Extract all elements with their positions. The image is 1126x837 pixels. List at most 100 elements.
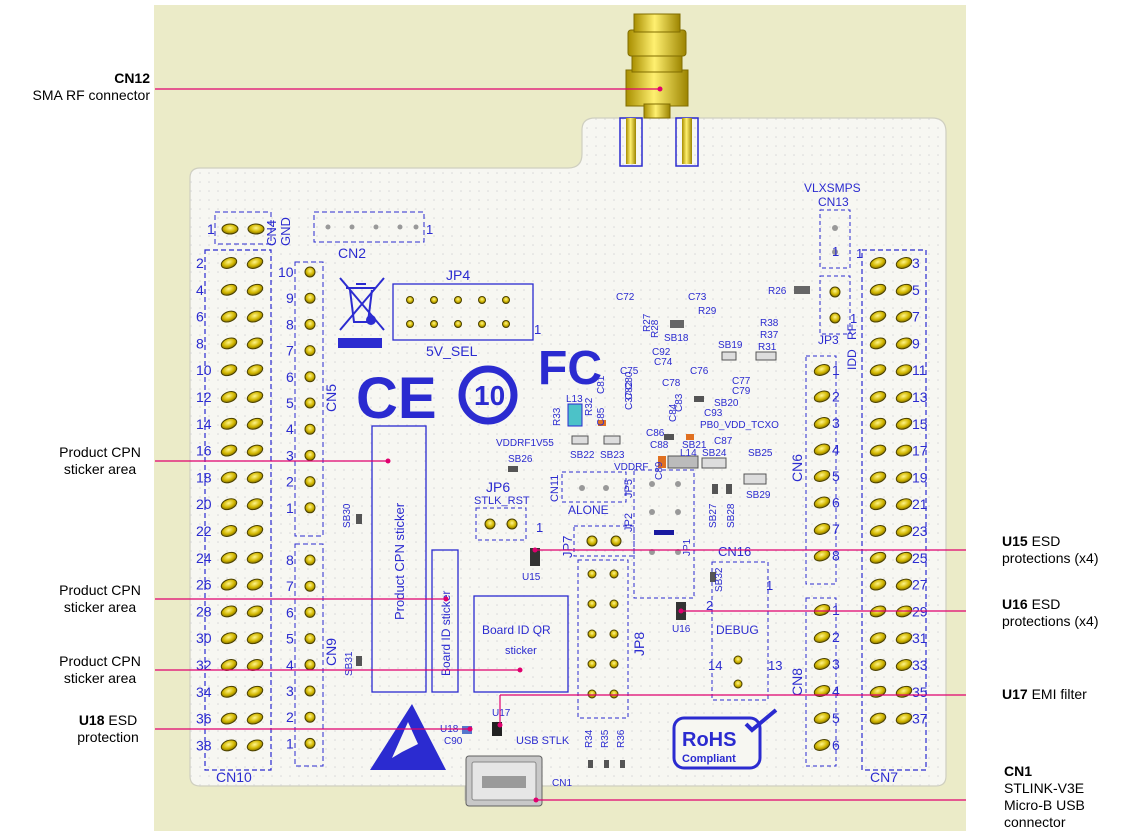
jp8-pad [609, 569, 619, 579]
component-designator: SB22 [570, 450, 595, 461]
callout-cn1: CN1 STLINK-V3E Micro-B USB connector [1004, 763, 1122, 831]
5v-sel-label: 5V_SEL [426, 343, 478, 359]
cn7-pad [895, 551, 913, 564]
component-designator: C72 [616, 292, 635, 303]
cn5-pin-label: 8 [286, 316, 294, 332]
component-designator: R36 [616, 729, 627, 748]
component-designator: C89 [654, 461, 665, 480]
cn6-pad [813, 523, 831, 535]
cn10-pad [246, 525, 264, 537]
cn6-pad [813, 443, 831, 456]
component-designator: C73 [688, 292, 707, 303]
cn7-pin-label: 25 [912, 550, 928, 566]
board-id-sticker-label: Board ID sticker [439, 591, 453, 676]
product-cpn-sticker-box [371, 425, 427, 693]
component-designator: SB27 [708, 503, 719, 528]
jp8-pad [587, 659, 597, 669]
cn7-pad [869, 310, 887, 323]
jp8-pad [609, 599, 619, 609]
cn7-pin-label: 37 [912, 711, 928, 727]
cn8-pad [813, 658, 831, 670]
jp5-label: JP5 [623, 479, 635, 498]
cn5-pad [304, 266, 316, 278]
cn6-label: CN6 [789, 454, 805, 482]
svg-text:Compliant: Compliant [682, 753, 736, 765]
cn7-pad [895, 417, 913, 430]
cn7-pad [869, 417, 887, 430]
cn10-pad [220, 391, 238, 403]
board-id-qr-sticker-box [473, 595, 569, 693]
cn7-pad [895, 712, 913, 725]
component-designator: C81 [596, 375, 607, 394]
cn5-pin-label: 3 [286, 447, 294, 463]
cn7-pad [895, 471, 913, 484]
cn13-header [819, 209, 851, 269]
component-designator: C79 [732, 386, 751, 397]
callout-product-cpn-2: Product CPN sticker area [40, 582, 160, 616]
cn6-pad [813, 417, 831, 429]
component-designator: R35 [600, 729, 611, 748]
jp8-pad [587, 629, 597, 639]
jp4-pad [454, 320, 462, 328]
component-designator: SB23 [600, 450, 625, 461]
idd-label: IDD [845, 349, 859, 370]
cn8-header [805, 597, 837, 767]
cn7-pad [895, 283, 913, 296]
cn9-pad [304, 554, 316, 566]
pcb-board [189, 117, 947, 801]
jp7-jumper [573, 525, 635, 557]
jp4-pad [502, 296, 510, 304]
component-designator: U16 [672, 624, 691, 635]
cn5-header [294, 261, 324, 537]
cn9-pin-label: 2 [286, 709, 294, 725]
callout-product-cpn-1-line1: Product CPN [59, 444, 141, 460]
cn7-pad [895, 498, 913, 511]
pin-one-label: 1 [534, 322, 541, 337]
cn10-pin-label: 6 [196, 309, 204, 325]
cn11-label: CN11 [549, 475, 561, 502]
cn5-pad [304, 476, 316, 488]
cn6-pin-label: 1 [832, 362, 840, 378]
cn8-pin-label: 5 [832, 710, 840, 726]
cn5-pad [304, 318, 316, 330]
cn10-pin-label: 22 [196, 523, 212, 539]
cn10-pin-label: 2 [196, 255, 204, 271]
cn10-pin-label: 12 [196, 389, 212, 405]
cn7-pad [895, 525, 913, 537]
cn9-pin-label: 6 [286, 604, 294, 620]
component-designator: SB20 [714, 398, 739, 409]
component-designator: R31 [758, 342, 777, 353]
jp7-label: JP7 [560, 536, 575, 558]
cn10-pin-label: 20 [196, 496, 212, 512]
cn6-pin-label: 6 [832, 495, 840, 511]
cn10-pad [246, 498, 264, 511]
jp4-pad [430, 320, 438, 328]
callout-u16-desc2: protections (x4) [1002, 613, 1099, 629]
component-designator: SB28 [726, 503, 737, 528]
cn9-pad [304, 685, 316, 697]
smd-components [356, 286, 810, 768]
cn7-pad [869, 712, 887, 725]
cn6-pin-label: 8 [832, 548, 840, 564]
component-designator: C76 [690, 366, 709, 377]
pin-one-label: 1 [536, 520, 543, 535]
usb-micro-b-connector [465, 755, 543, 807]
component-designator: SB32 [714, 567, 725, 592]
ce-mark: CE [356, 366, 437, 431]
cn10-pad [220, 712, 238, 725]
cn7-pad [895, 364, 913, 377]
cn9-header [294, 543, 324, 767]
component-designator: C93 [704, 408, 723, 419]
jp4-label: JP4 [446, 267, 470, 283]
cn7-pad [869, 632, 887, 645]
component-designator: R27 [642, 313, 653, 332]
cn7-pad [895, 578, 913, 591]
component-designator: SB25 [748, 448, 773, 459]
cn16-debug-header [711, 561, 769, 701]
callout-cn12-desc: SMA RF connector [32, 87, 151, 103]
cn7-pin-label: 35 [912, 684, 928, 700]
callout-u16-ref: U16 [1002, 596, 1028, 612]
cn9-pad [304, 711, 316, 723]
jp1-label: JP1 [682, 538, 693, 556]
svg-text:10: 10 [474, 380, 505, 411]
